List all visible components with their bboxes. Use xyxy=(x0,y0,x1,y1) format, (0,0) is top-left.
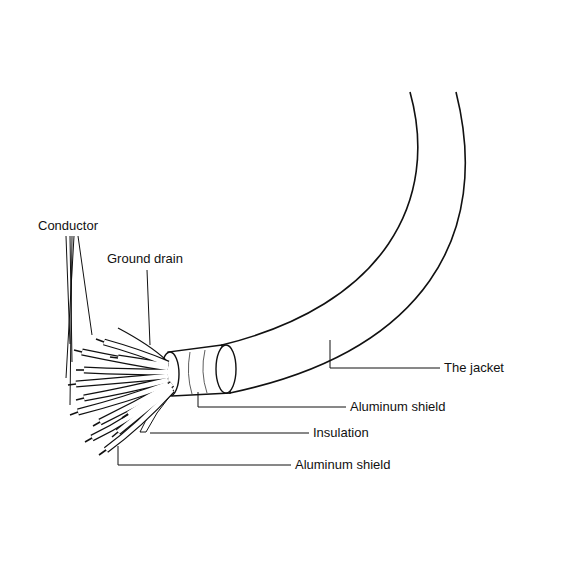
part-label: Insulation xyxy=(311,425,371,441)
part-label: Aluminum shield xyxy=(348,399,447,415)
part-label: Ground drain xyxy=(105,251,185,267)
part-label: The jacket xyxy=(442,360,506,376)
part-label: Conductor xyxy=(36,218,100,234)
part-label: Aluminum shield xyxy=(293,457,392,473)
